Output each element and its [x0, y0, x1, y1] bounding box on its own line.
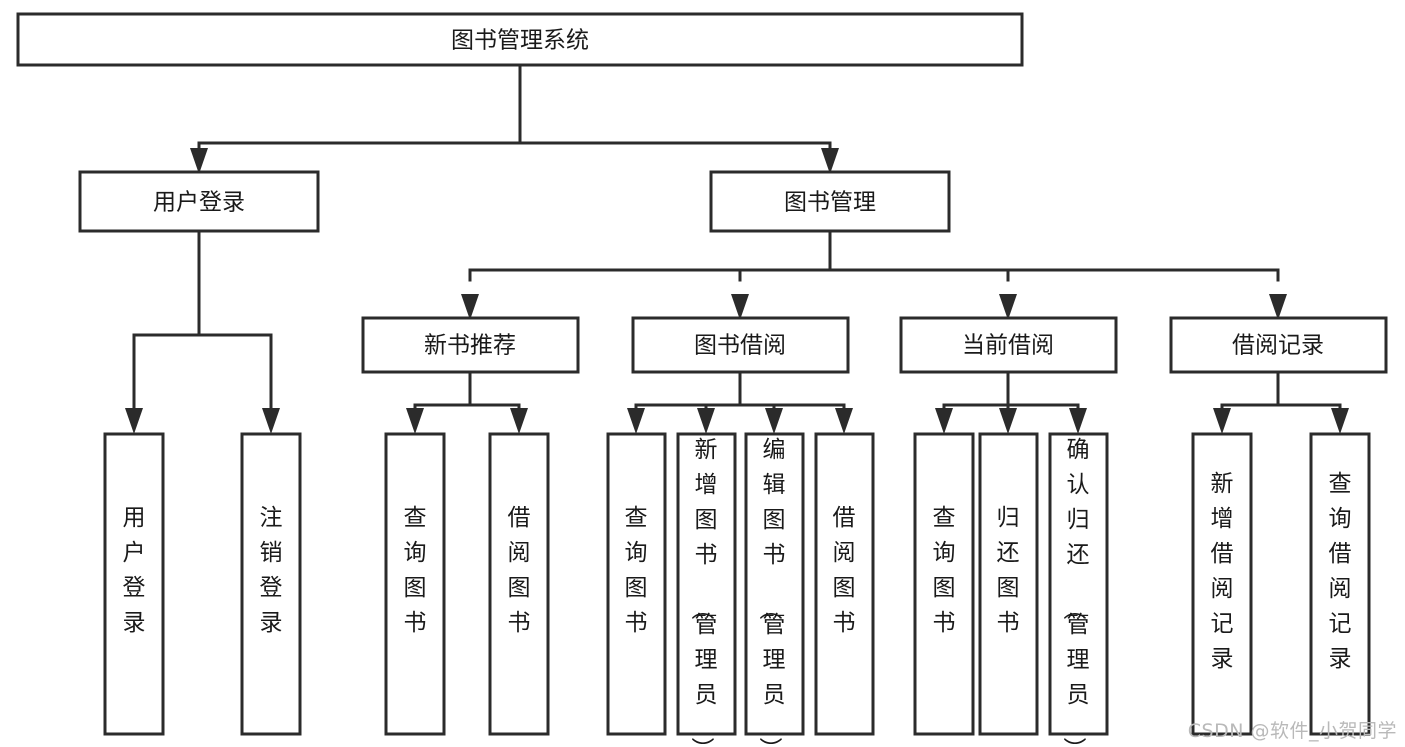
node-leaf-borrow-book-2-label: 借阅图书 [833, 505, 856, 636]
arrow-to-leaf-confirm-return [1069, 408, 1087, 434]
arrow-to-book-borrow [731, 294, 749, 320]
node-book-borrow-box[interactable] [631, 316, 850, 374]
node-leaf-add-record-label: 新增借阅记录 [1211, 471, 1234, 672]
node-leaf-edit-book-label: 编辑图书（管理员） [757, 437, 786, 747]
arrow-to-leaf-query-book-2 [627, 408, 645, 434]
node-book-borrow-label: 图书借阅 [694, 333, 786, 359]
arrow-to-leaf-query-record [1331, 408, 1349, 434]
connector-group-borrow-record [1213, 370, 1349, 434]
node-book-borrow[interactable]: 图书借阅 [631, 316, 850, 374]
node-leaf-confirm-return-label: 确认归还（管理员） [1061, 437, 1090, 747]
node-leaf-confirm-return-box[interactable] [1048, 432, 1109, 736]
node-user-login-box[interactable] [78, 170, 320, 233]
node-leaf-add-book[interactable]: 新增图书（管理员） [676, 432, 737, 747]
node-leaf-query-record-box[interactable] [1309, 432, 1371, 736]
node-leaf-query-book-2-label: 查询图书 [625, 505, 648, 636]
arrow-to-leaf-query-book-1 [406, 408, 424, 434]
node-leaf-query-book-2[interactable]: 查询图书 [606, 432, 667, 736]
node-root-box[interactable] [16, 12, 1024, 67]
arrow-to-leaf-query-book-3 [935, 408, 953, 434]
node-leaf-user-login-label: 用户登录 [123, 505, 146, 636]
node-user-login-label: 用户登录 [153, 190, 245, 216]
node-leaf-user-logout[interactable]: 注销登录 [240, 432, 302, 736]
node-leaf-add-book-box[interactable] [676, 432, 737, 736]
node-borrow-record[interactable]: 借阅记录 [1169, 316, 1388, 374]
connector-group-new-book-recommend [406, 370, 528, 434]
node-borrow-record-box[interactable] [1169, 316, 1388, 374]
node-leaf-return-book-box[interactable] [978, 432, 1039, 736]
node-root-label: 图书管理系统 [451, 28, 589, 54]
node-leaf-add-record[interactable]: 新增借阅记录 [1191, 432, 1253, 736]
connector-group-root [190, 63, 839, 174]
node-leaf-query-book-1-box[interactable] [384, 432, 446, 736]
node-new-book-recommend-label: 新书推荐 [424, 333, 516, 359]
node-book-manage-box[interactable] [709, 170, 951, 233]
arrow-root-to-book-manage [821, 148, 839, 174]
node-leaf-query-book-3-label: 查询图书 [933, 505, 956, 636]
node-leaf-query-record-label: 查询借阅记录 [1329, 471, 1352, 672]
csdn-watermark: CSDN @软件_小贺同学 [1187, 720, 1397, 742]
node-leaf-query-book-1[interactable]: 查询图书 [384, 432, 446, 736]
connector-group-current-borrow [935, 370, 1087, 434]
arrow-to-leaf-user-logout [262, 408, 280, 434]
connector-group-user-login [125, 229, 280, 434]
node-root[interactable]: 图书管理系统 [16, 12, 1024, 67]
arrow-to-leaf-borrow-book-2 [835, 408, 853, 434]
arrow-to-new-book-recommend [461, 294, 479, 320]
node-book-manage[interactable]: 图书管理 [709, 170, 951, 233]
node-leaf-edit-book[interactable]: 编辑图书（管理员） [744, 432, 805, 747]
node-new-book-recommend[interactable]: 新书推荐 [361, 316, 580, 374]
node-leaf-query-book-2-box[interactable] [606, 432, 667, 736]
node-borrow-record-label: 借阅记录 [1232, 333, 1324, 359]
arrow-to-leaf-add-record [1213, 408, 1231, 434]
node-leaf-user-logout-box[interactable] [240, 432, 302, 736]
node-current-borrow[interactable]: 当前借阅 [899, 316, 1118, 374]
node-leaf-query-book-3-box[interactable] [913, 432, 975, 736]
node-leaf-user-login-box[interactable] [103, 432, 165, 736]
node-current-borrow-label: 当前借阅 [962, 333, 1054, 359]
arrow-to-leaf-borrow-book-1 [510, 408, 528, 434]
node-leaf-confirm-return[interactable]: 确认归还（管理员） [1048, 432, 1109, 747]
node-leaf-add-book-label: 新增图书（管理员） [689, 437, 718, 747]
node-leaf-borrow-book-2-box[interactable] [814, 432, 875, 736]
node-leaf-query-record[interactable]: 查询借阅记录 [1309, 432, 1371, 736]
node-leaf-add-record-box[interactable] [1191, 432, 1253, 736]
node-user-login[interactable]: 用户登录 [78, 170, 320, 233]
node-leaf-return-book[interactable]: 归还图书 [978, 432, 1039, 736]
node-leaf-query-book-3[interactable]: 查询图书 [913, 432, 975, 736]
node-book-manage-label: 图书管理 [784, 190, 876, 216]
arrow-to-leaf-user-login [125, 408, 143, 434]
node-leaf-return-book-label: 归还图书 [997, 505, 1020, 636]
arrow-to-leaf-return-book [999, 408, 1017, 434]
node-leaf-borrow-book-1[interactable]: 借阅图书 [488, 432, 550, 736]
node-leaf-user-login[interactable]: 用户登录 [103, 432, 165, 736]
connector-group-book-manage [461, 229, 1287, 320]
node-leaf-user-logout-label: 注销登录 [260, 505, 283, 636]
arrow-to-leaf-edit-book [765, 408, 783, 434]
node-new-book-recommend-box[interactable] [361, 316, 580, 374]
node-leaf-query-book-1-label: 查询图书 [404, 505, 427, 636]
connector-group-book-borrow [627, 370, 853, 434]
node-leaf-borrow-book-1-label: 借阅图书 [508, 505, 531, 636]
arrow-root-to-user-login [190, 148, 208, 174]
arrow-to-current-borrow [999, 294, 1017, 320]
arrow-to-borrow-record [1269, 294, 1287, 320]
node-current-borrow-box[interactable] [899, 316, 1118, 374]
arrow-to-leaf-add-book [697, 408, 715, 434]
node-leaf-edit-book-box[interactable] [744, 432, 805, 736]
node-leaf-borrow-book-2[interactable]: 借阅图书 [814, 432, 875, 736]
node-leaf-borrow-book-1-box[interactable] [488, 432, 550, 736]
